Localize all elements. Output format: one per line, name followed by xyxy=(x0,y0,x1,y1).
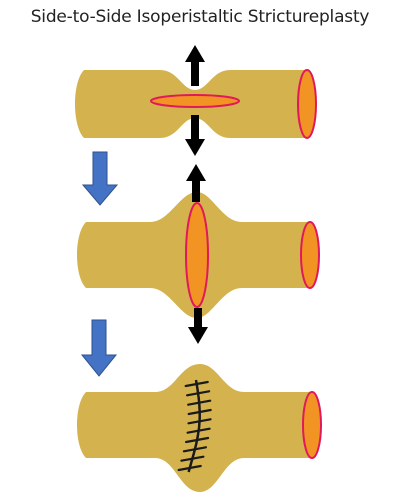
suture-stitch xyxy=(180,455,205,462)
bowel-segment-sutured xyxy=(77,364,312,492)
suture-stitch xyxy=(186,390,211,397)
lumen-opening xyxy=(300,221,320,289)
suture-stitch xyxy=(177,464,202,472)
lumen-opening xyxy=(302,391,322,459)
stage-1-stricture xyxy=(75,45,317,156)
suture-stitch xyxy=(186,427,211,434)
arrow-down-icon xyxy=(185,115,205,156)
suture-line xyxy=(177,379,212,473)
arrow-down-icon xyxy=(188,308,208,344)
suture-stitch xyxy=(182,446,207,453)
suture-stitch xyxy=(187,408,212,416)
longitudinal-incision xyxy=(150,94,240,108)
suture-stitch xyxy=(187,418,212,425)
suture-stitch xyxy=(185,436,210,444)
arrow-up-icon xyxy=(185,45,205,86)
stage-2-opened xyxy=(77,164,320,344)
suture-stitch xyxy=(184,380,209,388)
suture-seam xyxy=(187,379,201,473)
suture-stitch xyxy=(187,399,212,406)
arrow-up-icon xyxy=(186,164,206,202)
progress-arrow-down-icon xyxy=(80,319,118,377)
stage-3-sutured xyxy=(77,364,322,492)
transverse-opening xyxy=(185,202,209,308)
progress-arrow-down-icon xyxy=(81,151,119,206)
figure-title: Side-to-Side Isoperistaltic Stricturepla… xyxy=(30,7,370,27)
lumen-opening xyxy=(297,69,317,139)
